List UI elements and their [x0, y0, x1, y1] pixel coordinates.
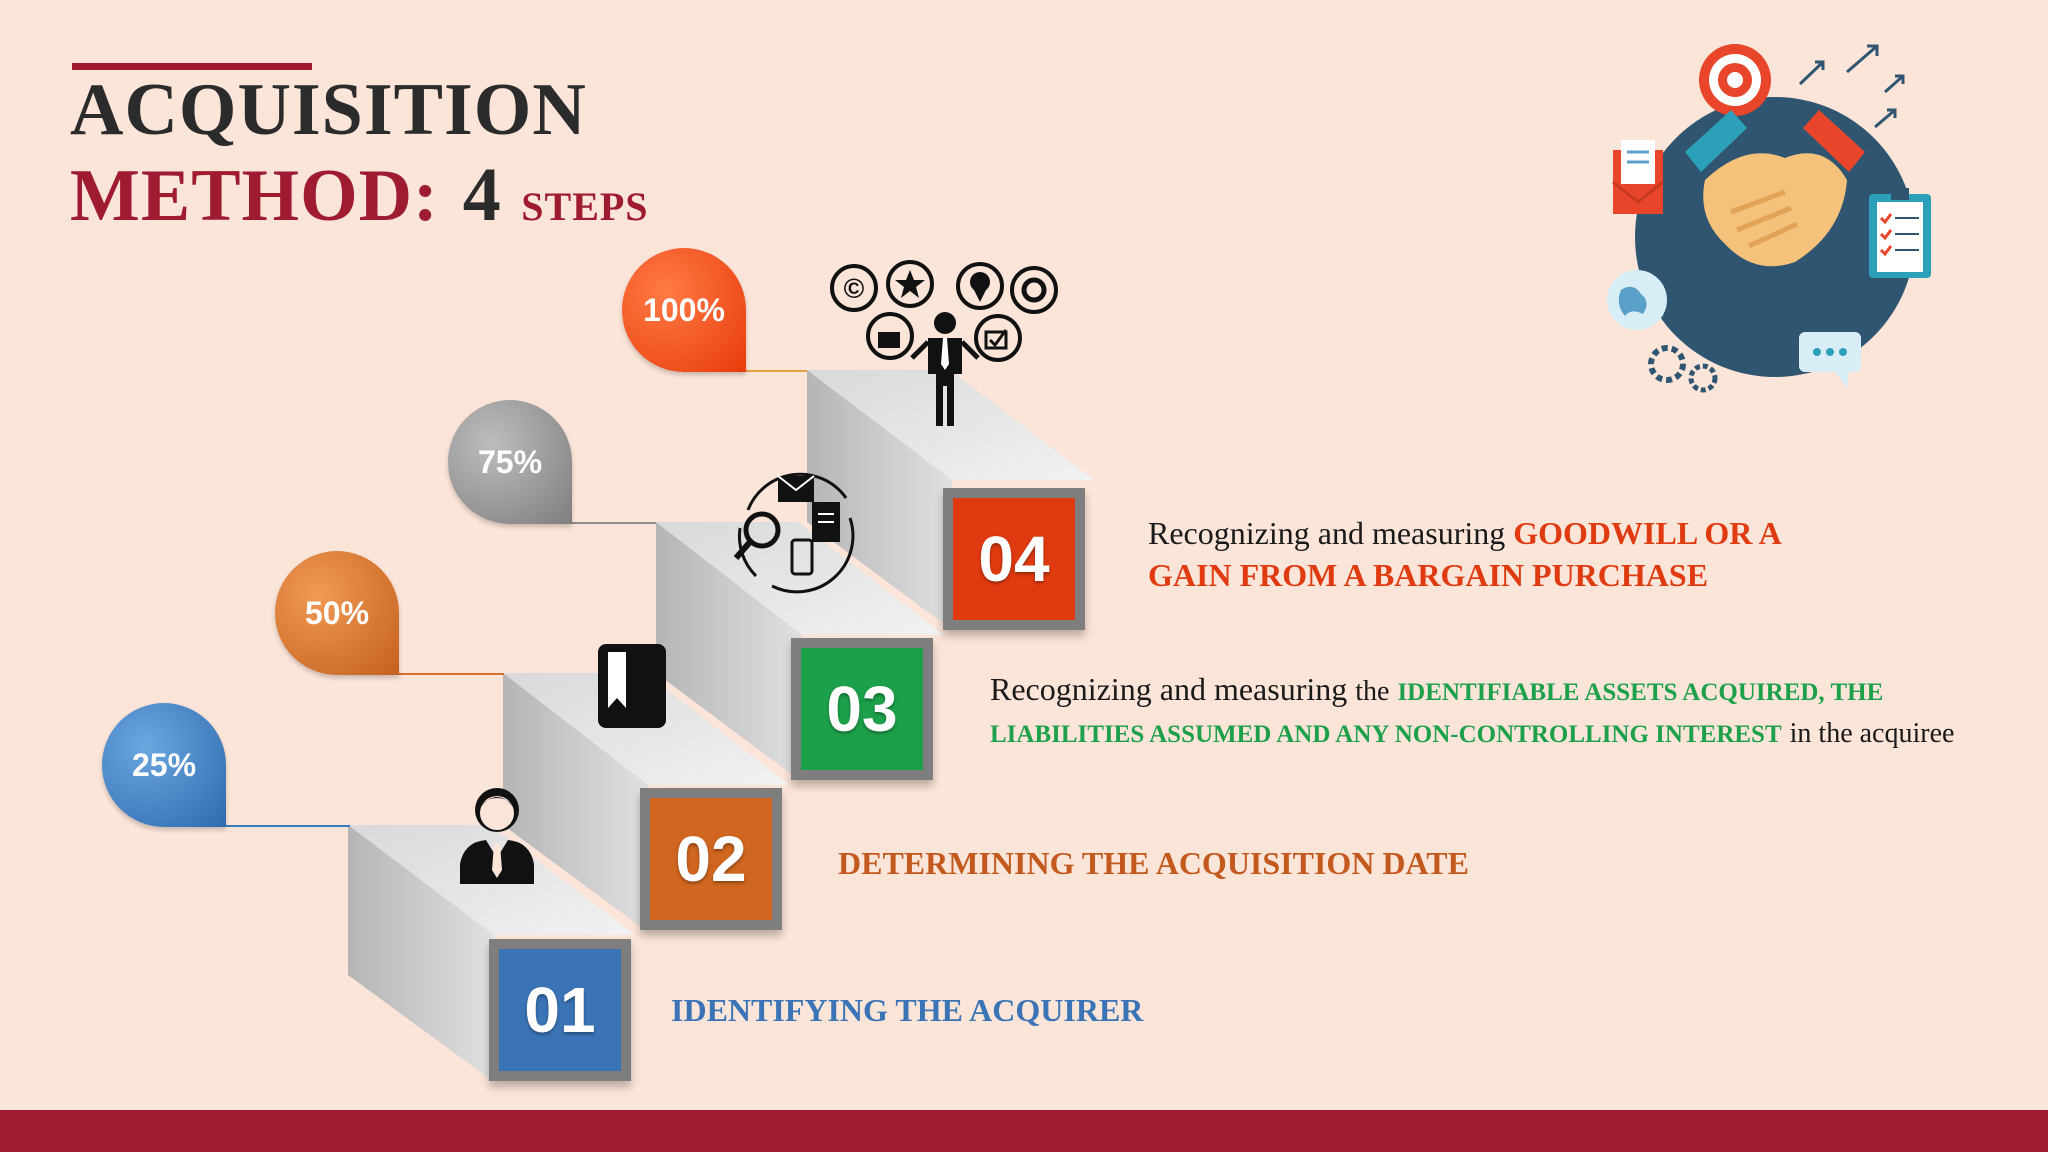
- step-4-number-box: 04: [943, 488, 1085, 630]
- step-2-percent-drop: 50%: [275, 551, 399, 675]
- step-3-side-face: [656, 522, 802, 782]
- step-2-side-face: [503, 673, 648, 932]
- step-3-number-box: 03: [791, 638, 933, 780]
- svg-text:©: ©: [844, 273, 865, 304]
- title-step-count: 4: [462, 153, 502, 237]
- businessman-icon: [460, 788, 534, 884]
- step-3-text-caps-1: IDENTIFIABLE ASSETS ACQUIRED, THE: [1397, 679, 1884, 706]
- step-4-side-face: [807, 370, 952, 630]
- step-4-description: Recognizing and measuring GOODWILL OR A …: [1148, 512, 1782, 596]
- step-1-number-box: 01: [489, 939, 631, 1081]
- title-method: METHOD:: [70, 155, 439, 237]
- title-accent-bar: [72, 63, 312, 70]
- step-3-description: Recognizing and measuring the IDENTIFIAB…: [990, 670, 1954, 754]
- handshake-icon: [1607, 44, 1931, 393]
- search-documents-icon: [733, 472, 855, 594]
- step-4-text-prefix: Recognizing and measuring: [1148, 515, 1506, 551]
- step-1-connector: [222, 825, 350, 827]
- step-1-number: 01: [499, 949, 621, 1071]
- step-4-text-caps-2: GAIN FROM A BARGAIN PURCHASE: [1148, 557, 1709, 593]
- step-3-text-article: the: [1355, 676, 1390, 707]
- step-2-number: 02: [650, 798, 772, 920]
- step-1-percent-drop: 25%: [102, 703, 226, 827]
- step-4-percent-drop: 100%: [622, 248, 746, 372]
- step-2-top-face: [503, 673, 790, 785]
- title-steps-word: STEPS: [521, 184, 649, 229]
- step-1-side-face: [348, 825, 494, 1082]
- step-3-text-suffix: in the acquiree: [1789, 718, 1955, 749]
- step-4-text-caps-1: GOODWILL OR A: [1513, 515, 1782, 551]
- step-3-text-caps-2: LIABILITIES ASSUMED AND ANY NON-CONTROLL…: [990, 721, 1782, 748]
- step-3-percent-drop: 75%: [448, 400, 572, 524]
- step-2-number-box: 02: [640, 788, 782, 930]
- title-line-2: METHOD: 4 STEPS: [70, 152, 649, 239]
- step-4-number: 04: [953, 498, 1075, 620]
- step-3-connector: [570, 522, 656, 524]
- title-line-1: ACQUISITION: [70, 69, 587, 151]
- step-4-connector: [745, 370, 807, 372]
- step-1-description: IDENTIFYING THE ACQUIRER: [671, 992, 1144, 1028]
- book-icon: [598, 644, 666, 728]
- step-2-connector: [396, 673, 504, 675]
- step-3-top-face: [656, 522, 944, 635]
- footer-bar: [0, 1110, 2048, 1152]
- step-2-description: DETERMINING THE ACQUISITION DATE: [838, 845, 1469, 881]
- step-3-text-prefix: Recognizing and measuring: [990, 671, 1348, 707]
- leader-skills-icon: ©: [830, 260, 1058, 426]
- step-3-number: 03: [801, 648, 923, 770]
